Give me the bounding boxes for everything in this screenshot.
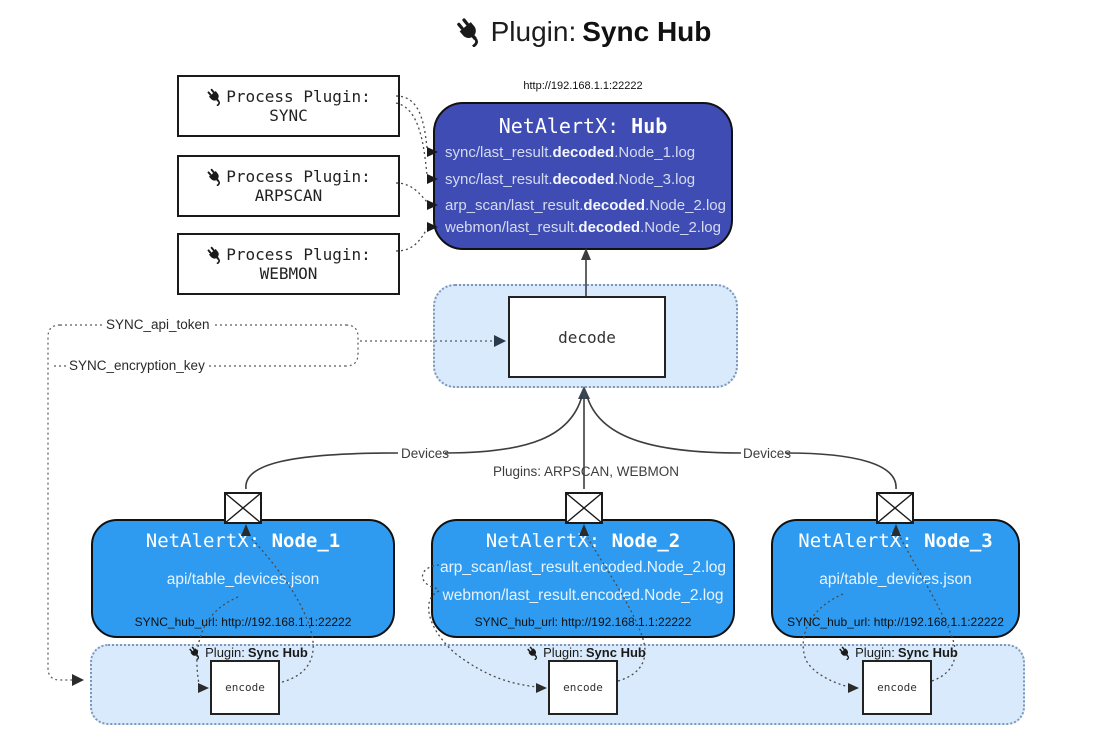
encode-box-1: encode — [210, 660, 280, 715]
devices-label-right: Devices — [743, 446, 792, 461]
node-file: arp_scan/last_result.encoded.Node_2.log — [439, 559, 727, 576]
node-3-box: NetAlertX: Node_3 api/table_devices.json… — [771, 519, 1020, 638]
process-plugin-box-arpscan: Process Plugin: ARPSCAN — [177, 155, 400, 217]
node-hub-url: SYNC_hub_url: http://192.168.1.1:22222 — [134, 615, 352, 629]
page-title-prefix: Plugin: — [490, 16, 577, 47]
plug-icon — [206, 88, 224, 106]
envelope-icon — [565, 492, 603, 524]
process-plugin-name: SYNC — [269, 106, 308, 125]
node-1-box: NetAlertX: Node_1 api/table_devices.json… — [91, 519, 395, 638]
encode-label: encode — [563, 681, 603, 694]
page-title: Plugin: Sync Hub — [455, 16, 712, 48]
node-file: api/table_devices.json — [819, 571, 972, 588]
process-plugin-label: Process Plugin: — [226, 167, 371, 186]
plugins-label-center: Plugins: ARPSCAN, WEBMON — [492, 464, 680, 479]
plug-icon — [188, 646, 202, 660]
node-title: NetAlertX: Node_2 — [485, 530, 681, 552]
process-plugin-name: ARPSCAN — [254, 186, 323, 205]
node-hub-url: SYNC_hub_url: http://192.168.1.1:22222 — [787, 615, 1004, 629]
plug-icon — [838, 646, 852, 660]
plug-icon — [206, 168, 224, 186]
bar-plugin-label: Plugin: Sync Hub — [838, 645, 958, 660]
process-plugin-label: Process Plugin: — [226, 87, 371, 106]
sync-api-token-label: SYNC_api_token — [103, 317, 213, 333]
encode-label: encode — [877, 681, 917, 694]
hub-log-line: arp_scan/last_result.decoded.Node_2.log — [445, 197, 726, 214]
plug-icon — [526, 646, 540, 660]
envelope-icon — [224, 492, 262, 524]
hub-box: NetAlertX: Hub sync/last_result.decoded.… — [433, 102, 733, 250]
hub-title: NetAlertX: Hub — [498, 114, 668, 138]
hub-log-line: webmon/last_result.decoded.Node_2.log — [445, 219, 721, 236]
node-title: NetAlertX: Node_1 — [145, 530, 341, 552]
node-file: webmon/last_result.encoded.Node_2.log — [442, 587, 724, 604]
decode-label: decode — [558, 327, 616, 347]
devices-label-left: Devices — [401, 446, 450, 461]
bar-plugin-label: Plugin: Sync Hub — [526, 645, 646, 660]
plug-icon — [455, 17, 485, 47]
node-hub-url: SYNC_hub_url: http://192.168.1.1:22222 — [474, 615, 692, 629]
envelope-icon — [876, 492, 914, 524]
sync-encryption-key-label: SYNC_encryption_key — [66, 358, 208, 374]
decode-box: decode — [508, 296, 666, 378]
hub-log-line: sync/last_result.decoded.Node_3.log — [445, 171, 696, 188]
node-title: NetAlertX: Node_3 — [798, 530, 993, 552]
page-title-bold: Sync Hub — [582, 16, 712, 47]
node-file: api/table_devices.json — [166, 571, 320, 588]
bar-plugin-label: Plugin: Sync Hub — [188, 645, 308, 660]
process-plugin-label: Process Plugin: — [226, 245, 371, 264]
process-plugin-name: WEBMON — [259, 264, 318, 283]
process-plugin-box-webmon: Process Plugin: WEBMON — [177, 233, 400, 295]
encode-box-2: encode — [548, 660, 618, 715]
process-plugin-box-sync: Process Plugin: SYNC — [177, 75, 400, 137]
encode-box-3: encode — [862, 660, 932, 715]
hub-log-line: sync/last_result.decoded.Node_1.log — [445, 144, 696, 161]
node-2-box: NetAlertX: Node_2 arp_scan/last_result.e… — [431, 519, 735, 638]
encode-label: encode — [225, 681, 265, 694]
hub-url: http://192.168.1.1:22222 — [523, 80, 643, 92]
plug-icon — [206, 246, 224, 264]
